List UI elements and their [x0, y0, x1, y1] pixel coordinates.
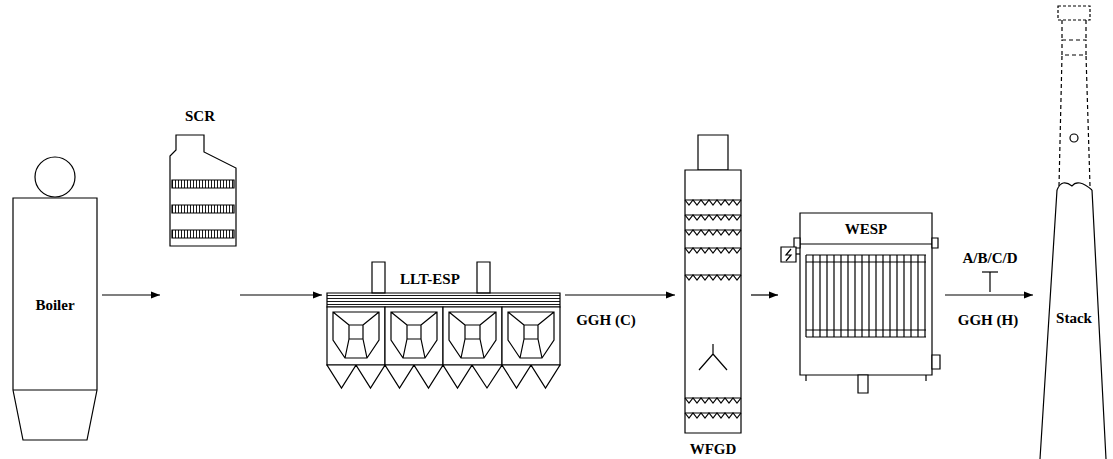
- unit-label: Boiler: [35, 297, 74, 314]
- scr-reactor: SCR: [160, 100, 240, 305]
- esp-drawing-part: [391, 312, 437, 358]
- stack-drawing-part: [1057, 183, 1092, 190]
- esp-drawing-part: [449, 312, 496, 358]
- wfgd-tower-drawing: [685, 135, 741, 433]
- wesp-drawing-part: [806, 255, 926, 337]
- stack-drawing-part: [1059, 55, 1090, 186]
- esp-drawing-part: [477, 262, 490, 293]
- boiler-drawing-part: [13, 389, 97, 390]
- scr-drawing: [170, 135, 236, 246]
- wfgd-tower-drawing-part: [685, 248, 741, 253]
- edge-label: GGH (H): [956, 312, 1020, 329]
- wfgd-tower-drawing-part: [685, 170, 741, 433]
- scr-drawing-part: [172, 230, 234, 238]
- wesp-drawing-part: [796, 253, 800, 254]
- stack-drawing-part: [1062, 20, 1086, 40]
- fgd-tower: WFGD: [675, 128, 751, 458]
- unit-label: WFGD: [690, 441, 737, 458]
- valve-symbol-part: [989, 272, 990, 292]
- valve-symbol: [982, 272, 998, 292]
- boiler-drawing-part: [35, 157, 75, 197]
- stack-drawing-part: [1058, 6, 1090, 20]
- wesp-drawing-part: [786, 249, 791, 261]
- flow-arrow: [565, 294, 675, 295]
- edge-label: GGH (C): [574, 312, 638, 329]
- wesp-drawing-part: [800, 213, 932, 375]
- wfgd-tower-drawing-part: [685, 200, 741, 205]
- wesp-drawing-part: [781, 247, 796, 262]
- wesp-drawing: [781, 213, 940, 393]
- scr-drawing-part: [170, 135, 236, 246]
- stack-drawing-part: [1040, 190, 1106, 459]
- esp-drawing-part: [372, 262, 385, 293]
- wesp-drawing-part: [932, 238, 938, 248]
- esp-drawing-part: [443, 307, 502, 365]
- wfgd-tower-drawing-part: [685, 275, 741, 280]
- esp-drawing-part: [502, 307, 560, 365]
- wesp-drawing-part: [806, 375, 926, 381]
- flow-arrow: [102, 294, 160, 295]
- esp-drawing-part: [333, 312, 379, 358]
- wfgd-tower-drawing-part: [685, 215, 741, 220]
- esp-drawing: [327, 262, 560, 388]
- scr-drawing-part: [172, 180, 234, 188]
- esp-drawing-part: [327, 365, 560, 388]
- wesp-unit: WESP: [778, 205, 945, 400]
- esp-drawing-part: [508, 312, 554, 358]
- wfgd-tower-drawing-part: [685, 230, 741, 235]
- wesp-drawing-part: [806, 255, 925, 337]
- unit-label: SCR: [185, 108, 215, 125]
- esp-drawing-part: [385, 307, 443, 365]
- flow-arrow: [945, 294, 1033, 295]
- flow-arrow: [751, 294, 778, 295]
- esp-unit: LLT-ESP: [322, 255, 565, 395]
- stack-drawing: [1040, 6, 1106, 459]
- wesp-drawing-part: [932, 355, 940, 369]
- esp-drawing-part: [327, 293, 560, 307]
- unit-label: Stack: [1056, 310, 1092, 327]
- wfgd-tower-drawing-part: [699, 344, 727, 370]
- stack-drawing-part: [1070, 134, 1078, 142]
- unit-label: WESP: [845, 221, 888, 238]
- wesp-drawing-part: [858, 375, 868, 393]
- valve-position-label: A/B/C/D: [960, 250, 1019, 267]
- flow-arrow: [240, 294, 322, 295]
- wfgd-tower-drawing-part: [698, 135, 728, 170]
- esp-drawing-part: [327, 307, 385, 365]
- scr-drawing-part: [172, 205, 234, 213]
- stack: Stack: [1033, 3, 1111, 456]
- wesp-drawing-part: [800, 243, 932, 244]
- boiler-drawing-part: [13, 198, 97, 440]
- unit-label: LLT-ESP: [400, 271, 460, 288]
- stack-drawing-part: [1062, 40, 1086, 55]
- wfgd-tower-drawing-part: [685, 398, 741, 403]
- wfgd-tower-drawing-part: [685, 413, 741, 418]
- boiler-unit: Boiler: [10, 150, 102, 445]
- boiler-drawing: [13, 157, 97, 440]
